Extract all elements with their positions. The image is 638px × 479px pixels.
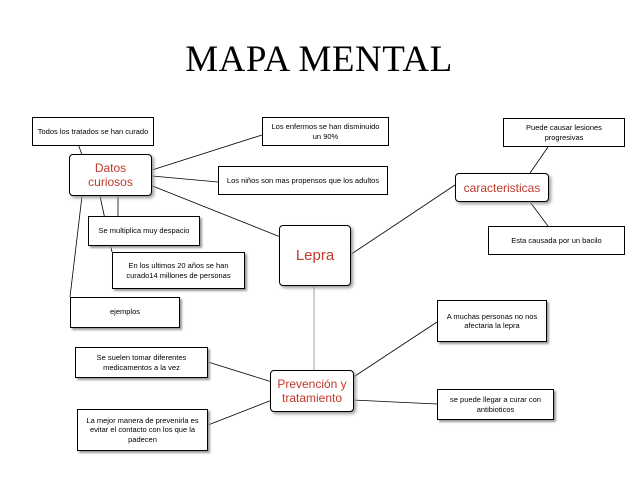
- link-datos-ejemplos: [69, 195, 83, 298]
- node-prevencion-tratamiento: Prevención y tratamiento: [270, 370, 354, 412]
- link-caract-lesiones: [529, 146, 549, 174]
- link-datos-enfermos: [151, 134, 263, 171]
- link-caract-bacilo: [529, 201, 549, 227]
- item-bacilo: Esta causada por un bacilo: [488, 226, 625, 255]
- item-ninos-propensos: Los niños son mas propensos que los adul…: [218, 166, 388, 195]
- node-caracteristicas: caracteristicas: [455, 173, 549, 202]
- item-multiplica-despacio: Se multiplica muy despacio: [88, 216, 200, 246]
- item-millones-curados: En los ultimos 20 años se han curado14 m…: [112, 252, 245, 289]
- link-prev-personas: [351, 321, 438, 379]
- item-todos-curados: Todos los tratados se han curado: [32, 117, 154, 146]
- item-ejemplos: ejemplos: [70, 297, 180, 328]
- link-prev-contacto: [207, 399, 273, 426]
- item-lesiones-progresivas: Puede causar lesiones progresivas: [503, 118, 625, 147]
- item-enfermos-disminuido: Los enfermos se han disminuido un 90%: [262, 117, 389, 146]
- node-datos-curiosos: Datos curiosos: [69, 154, 152, 196]
- link-datos-ninos: [151, 175, 219, 183]
- item-curar-antibioticos: se puede llegar a curar con antibioticos: [437, 389, 554, 420]
- item-no-afectaria: A muchas personas no nos afectaria la le…: [437, 300, 547, 342]
- page-title: MAPA MENTAL: [185, 39, 453, 80]
- link-prev-medicamentos: [207, 361, 273, 383]
- node-lepra-center: Lepra: [279, 225, 351, 286]
- link-lepra-caracteristicas: [349, 184, 456, 256]
- item-medicamentos: Se suelen tomar diferentes medicamentos …: [75, 347, 208, 378]
- link-datos-lepra: [149, 184, 284, 239]
- link-prev-antibioticos: [351, 399, 438, 405]
- item-evitar-contacto: La mejor manera de prevenirla es evitar …: [77, 409, 208, 451]
